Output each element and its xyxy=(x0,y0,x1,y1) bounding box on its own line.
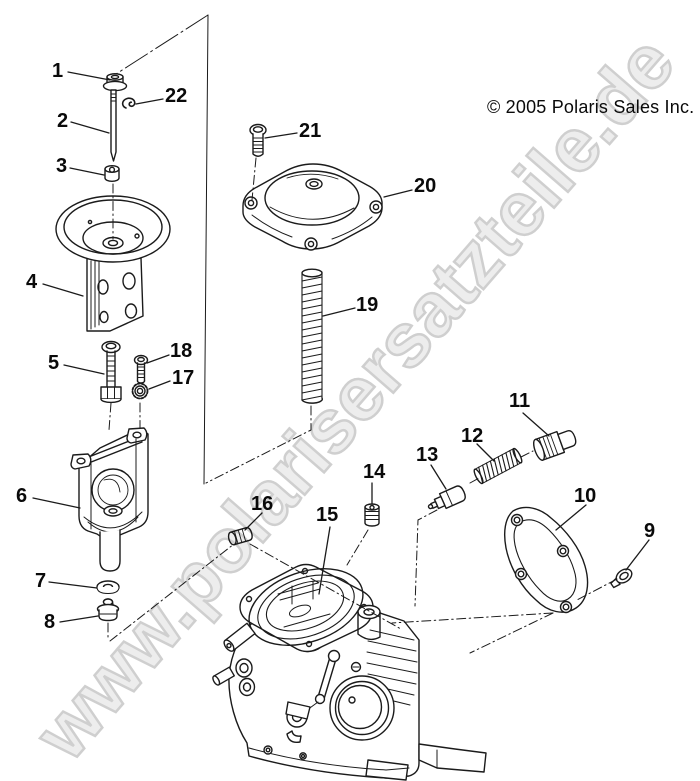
callout-11: 11 xyxy=(509,390,531,412)
reference-plane-lines xyxy=(116,15,208,484)
callout-4: 4 xyxy=(26,271,38,293)
needle-spacer xyxy=(105,166,119,182)
callout-12: 12 xyxy=(461,425,484,447)
callout-3: 3 xyxy=(56,155,68,177)
copyright-notice: © 2005 Polaris Sales Inc. xyxy=(487,97,695,117)
callout-5: 5 xyxy=(48,352,60,374)
jet-needle-retainer xyxy=(104,74,127,91)
callout-17: 17 xyxy=(172,367,195,389)
callout-10: 10 xyxy=(574,485,597,507)
float-chamber-assembly xyxy=(71,428,148,571)
callout-21: 21 xyxy=(299,120,322,142)
callout-14: 14 xyxy=(363,461,386,483)
slide-spring xyxy=(302,269,322,403)
callout-22: 22 xyxy=(165,85,188,107)
callout-19: 19 xyxy=(356,294,379,316)
carburetor-body xyxy=(212,555,486,780)
float-pivot-screw xyxy=(101,342,121,403)
needle-clip xyxy=(123,98,135,108)
gasket-screw xyxy=(608,566,634,589)
leader-lines xyxy=(33,72,649,622)
callout-20: 20 xyxy=(414,175,437,197)
pilot-jet xyxy=(365,504,379,526)
callout-15: 15 xyxy=(316,504,339,526)
callout-8: 8 xyxy=(44,611,56,633)
main-jet xyxy=(98,599,119,621)
jet-needle xyxy=(111,90,116,161)
diaphragm-slide-assembly xyxy=(56,196,170,331)
callout-9: 9 xyxy=(644,520,656,542)
callout-6: 6 xyxy=(16,485,28,507)
bracket-screw xyxy=(135,356,148,384)
needle-valve xyxy=(425,484,467,514)
lock-washer xyxy=(133,384,148,399)
cover-screw xyxy=(250,125,266,157)
centerlines xyxy=(108,158,617,653)
callout-13: 13 xyxy=(416,444,439,466)
cover-gasket xyxy=(505,507,588,612)
valve-seat-plug xyxy=(532,426,579,461)
callout-1: 1 xyxy=(52,60,64,82)
callout-7: 7 xyxy=(35,570,47,592)
valve-spring xyxy=(473,447,524,484)
bowl-plug xyxy=(227,527,253,546)
callout-16: 16 xyxy=(251,493,274,515)
callout-18: 18 xyxy=(170,340,193,362)
callout-2: 2 xyxy=(57,110,69,132)
diaphragm-cover xyxy=(243,164,382,250)
sealing-washer xyxy=(97,581,119,594)
